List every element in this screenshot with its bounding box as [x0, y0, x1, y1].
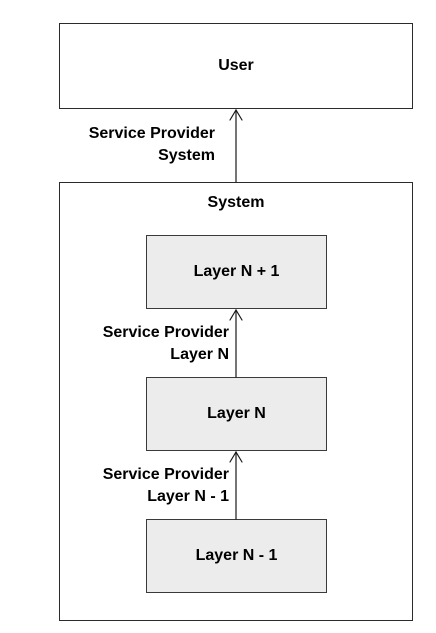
- layer-n-minus-1-box: Layer N - 1: [146, 519, 327, 593]
- layer-n-box: Layer N: [146, 377, 327, 451]
- layer-n-label: Layer N: [207, 405, 266, 422]
- user-box-label: User: [218, 57, 254, 74]
- service-provider-system-label: Service Provider System: [89, 123, 215, 167]
- layer-n-plus-1-box: Layer N + 1: [146, 235, 327, 309]
- layer-n-minus-1-label: Layer N - 1: [195, 547, 278, 564]
- arrowhead-system-to-user: [229, 108, 243, 121]
- system-box-title: System: [207, 194, 265, 211]
- service-provider-layer-n-label: Service Provider Layer N: [103, 322, 229, 366]
- service-provider-layer-n-minus-1-label: Service Provider Layer N - 1: [103, 464, 229, 508]
- service-provider-layer-n-minus-1-line1: Service Provider: [102, 466, 229, 483]
- service-provider-layer-n-minus-1-line2: Layer N - 1: [147, 488, 229, 505]
- service-provider-layer-n-line2: Layer N: [170, 346, 229, 363]
- service-provider-layer-n-line1: Service Provider: [102, 324, 229, 341]
- service-provider-system-line2: System: [158, 147, 215, 164]
- user-box: User: [59, 23, 413, 109]
- service-provider-system-line1: Service Provider: [88, 125, 215, 142]
- layer-n-plus-1-label: Layer N + 1: [193, 263, 280, 280]
